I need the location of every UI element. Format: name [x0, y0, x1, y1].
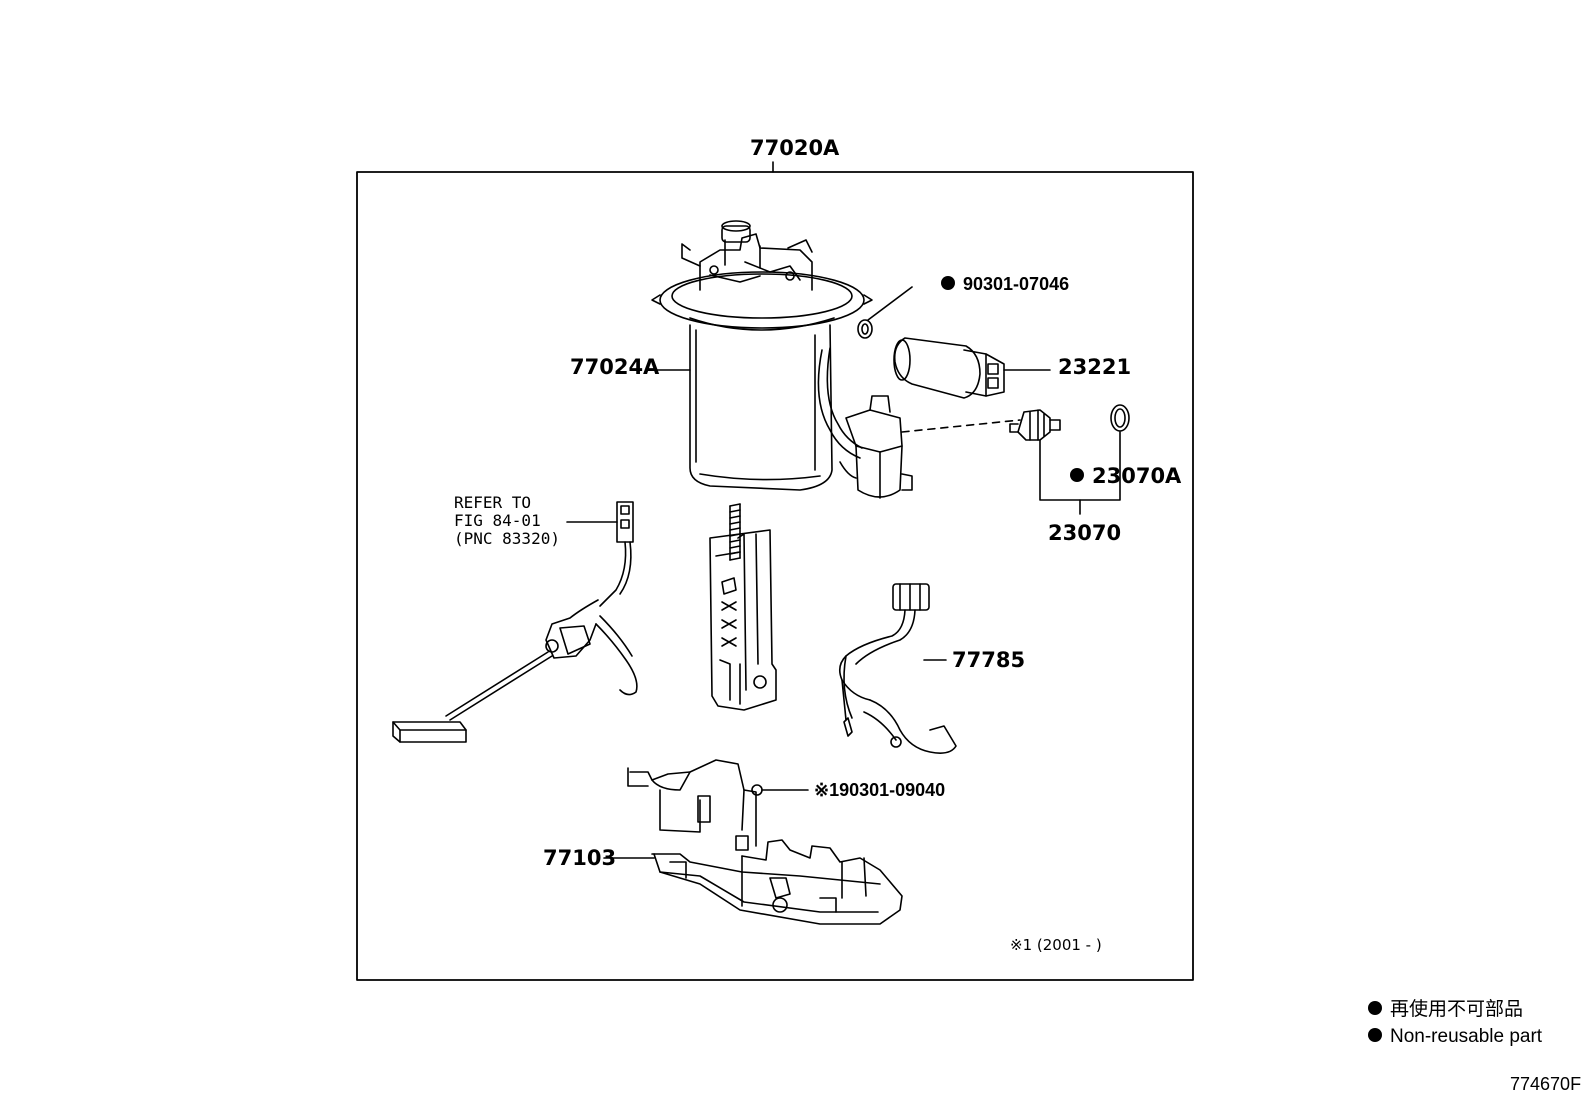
label-77020A: 77020A — [750, 136, 840, 160]
fuel-filter — [1009, 409, 1061, 441]
gasket-b-number: 90301-09040 — [839, 780, 946, 800]
gasket-b — [751, 784, 763, 796]
non-reusable-icon — [1070, 468, 1084, 482]
fuel-pump-housing — [651, 220, 913, 499]
legend-en: Non-reusable part — [1368, 1027, 1542, 1046]
label-77785: 77785 — [952, 648, 1026, 672]
filter-a-number: 23070A — [1092, 464, 1182, 488]
refer-line-3: (PNC 83320) — [454, 528, 560, 548]
legend-en-text: Non-reusable part — [1390, 1026, 1543, 1047]
gasket-a — [857, 319, 873, 339]
refer-line-1: REFER TO — [454, 493, 532, 512]
label-90301-07046: 90301-07046 — [941, 275, 1069, 293]
o-ring — [1110, 404, 1130, 432]
legend-jp: 再使用不可部品 — [1368, 1000, 1523, 1019]
label-23221: 23221 — [1058, 355, 1132, 379]
non-reusable-icon — [1368, 1000, 1382, 1015]
label-77024A: 77024A — [570, 355, 660, 379]
assembly-frame — [356, 171, 1194, 981]
label-23070: 23070 — [1048, 521, 1122, 545]
refer-note: REFER TO FIG 84-01 (PNC 83320) — [454, 494, 560, 548]
filter-dashed-link — [901, 419, 1021, 433]
gasket-a-number: 90301-07046 — [963, 274, 1070, 294]
date-footnote: ※1 (2001 - ) — [1010, 936, 1102, 954]
refer-line-2: FIG 84-01 — [454, 510, 541, 530]
jet-pump-bracket — [627, 759, 903, 925]
label-77103: 77103 — [543, 846, 617, 870]
non-reusable-icon — [1368, 1027, 1382, 1042]
gasket-a-leader — [867, 286, 913, 321]
wire-harness — [838, 583, 957, 754]
label-90301-09040: ※190301-09040 — [814, 781, 945, 799]
fuel-pump — [893, 337, 1005, 399]
label-23070A: 23070A — [1070, 466, 1181, 487]
non-reusable-icon — [941, 276, 955, 291]
gasket-b-mark: ※1 — [814, 780, 840, 800]
float-arm — [709, 503, 777, 711]
figure-code: 774670F — [1510, 1074, 1582, 1094]
sender-gauge — [392, 501, 638, 743]
legend-jp-text: 再使用不可部品 — [1390, 999, 1524, 1020]
